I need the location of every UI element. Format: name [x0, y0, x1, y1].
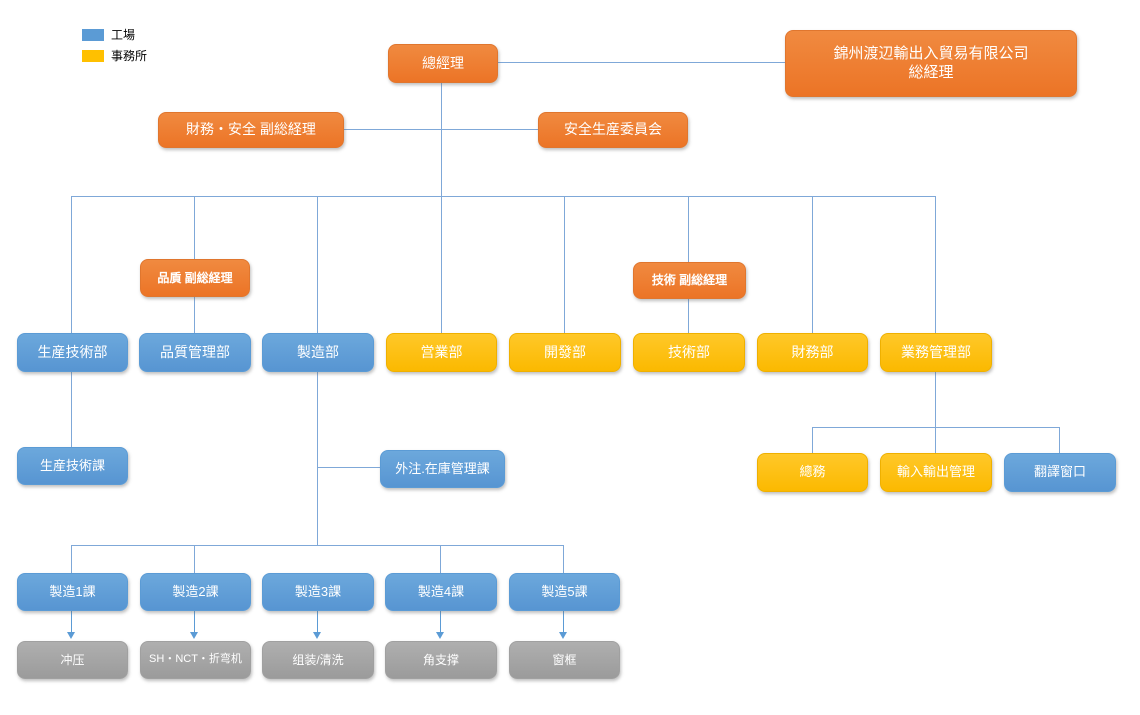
node-finance-dept: 財務部 — [757, 333, 868, 372]
node-process-press: 冲压 — [17, 641, 128, 679]
node-process-sh-nct-bending: SH・NCT・折弯机 — [140, 641, 251, 679]
node-mfg-section-1: 製造1課 — [17, 573, 128, 611]
connector-line — [440, 545, 441, 573]
node-tech-deputy-gm: 技術 副総経理 — [633, 262, 746, 299]
node-trade-company-gm: 錦州渡辺輸出入貿易有限公司 総経理 — [785, 30, 1077, 97]
connector-line — [71, 196, 935, 197]
node-sales-dept: 営業部 — [386, 333, 497, 372]
down-arrow-icon — [559, 632, 567, 639]
node-mfg-section-4: 製造4課 — [385, 573, 497, 611]
connector-line — [71, 370, 72, 447]
node-trade-company-gm-line2: 総経理 — [908, 63, 954, 81]
connector-line — [496, 62, 785, 63]
node-process-assembly-cleaning: 组装/清洗 — [262, 641, 374, 679]
node-finance-safety-deputy-gm: 財務・安全 副総経理 — [158, 112, 344, 148]
connector-line — [194, 545, 195, 573]
connector-line — [317, 467, 380, 468]
node-production-tech-dept: 生産技術部 — [17, 333, 128, 372]
connector-line — [564, 196, 565, 333]
node-mfg-section-3: 製造3課 — [262, 573, 374, 611]
connector-line — [71, 545, 72, 573]
down-arrow-icon — [436, 632, 444, 639]
connector-line — [441, 81, 442, 196]
legend-item-factory: 工場 — [82, 26, 147, 43]
connector-line — [317, 196, 318, 333]
connector-line — [342, 129, 538, 130]
node-process-corner-support: 角支撑 — [385, 641, 497, 679]
flow-arrow-line — [563, 609, 564, 634]
node-general-manager: 總經理 — [388, 44, 498, 83]
node-process-window-frame: 窗框 — [509, 641, 620, 679]
node-technical-dept: 技術部 — [633, 333, 745, 372]
factory-color-swatch — [82, 28, 104, 41]
flow-arrow-line — [71, 609, 72, 634]
node-outsourcing-inventory-section: 外注.在庫管理課 — [380, 450, 505, 488]
legend: 工場 事務所 — [82, 26, 147, 68]
node-manufacturing-dept: 製造部 — [262, 333, 374, 372]
node-quality-deputy-gm: 品貭 副総経理 — [140, 259, 250, 297]
connector-line — [935, 427, 936, 453]
node-import-export-management: 輸入輸出管理 — [880, 453, 992, 492]
flow-arrow-line — [440, 609, 441, 634]
node-mfg-section-5: 製造5課 — [509, 573, 620, 611]
connector-line — [935, 370, 936, 427]
legend-label-office: 事務所 — [111, 49, 148, 63]
down-arrow-icon — [313, 632, 321, 639]
connector-line — [935, 196, 936, 333]
node-mfg-section-2: 製造2課 — [140, 573, 251, 611]
legend-item-office: 事務所 — [82, 47, 147, 64]
connector-line — [812, 427, 813, 453]
node-general-affairs: 總務 — [757, 453, 868, 492]
connector-line — [71, 196, 72, 333]
connector-line — [1059, 427, 1060, 453]
node-quality-control-dept: 品質管理部 — [139, 333, 251, 372]
node-business-management-dept: 業務管理部 — [880, 333, 992, 372]
connector-line — [563, 545, 564, 573]
down-arrow-icon — [190, 632, 198, 639]
node-trade-company-gm-line1: 錦州渡辺輸出入貿易有限公司 — [833, 44, 1029, 62]
connector-line — [441, 196, 442, 333]
down-arrow-icon — [67, 632, 75, 639]
node-development-dept: 開發部 — [509, 333, 621, 372]
node-production-tech-section: 生産技術課 — [17, 447, 128, 485]
connector-line — [71, 545, 563, 546]
node-safety-production-committee: 安全生産委員会 — [538, 112, 688, 148]
office-color-swatch — [82, 49, 104, 62]
node-translation-window: 翻譯窗口 — [1004, 453, 1116, 492]
legend-label-factory: 工場 — [111, 28, 136, 42]
connector-line — [812, 196, 813, 333]
connector-line — [317, 370, 318, 545]
flow-arrow-line — [317, 609, 318, 634]
flow-arrow-line — [194, 609, 195, 634]
